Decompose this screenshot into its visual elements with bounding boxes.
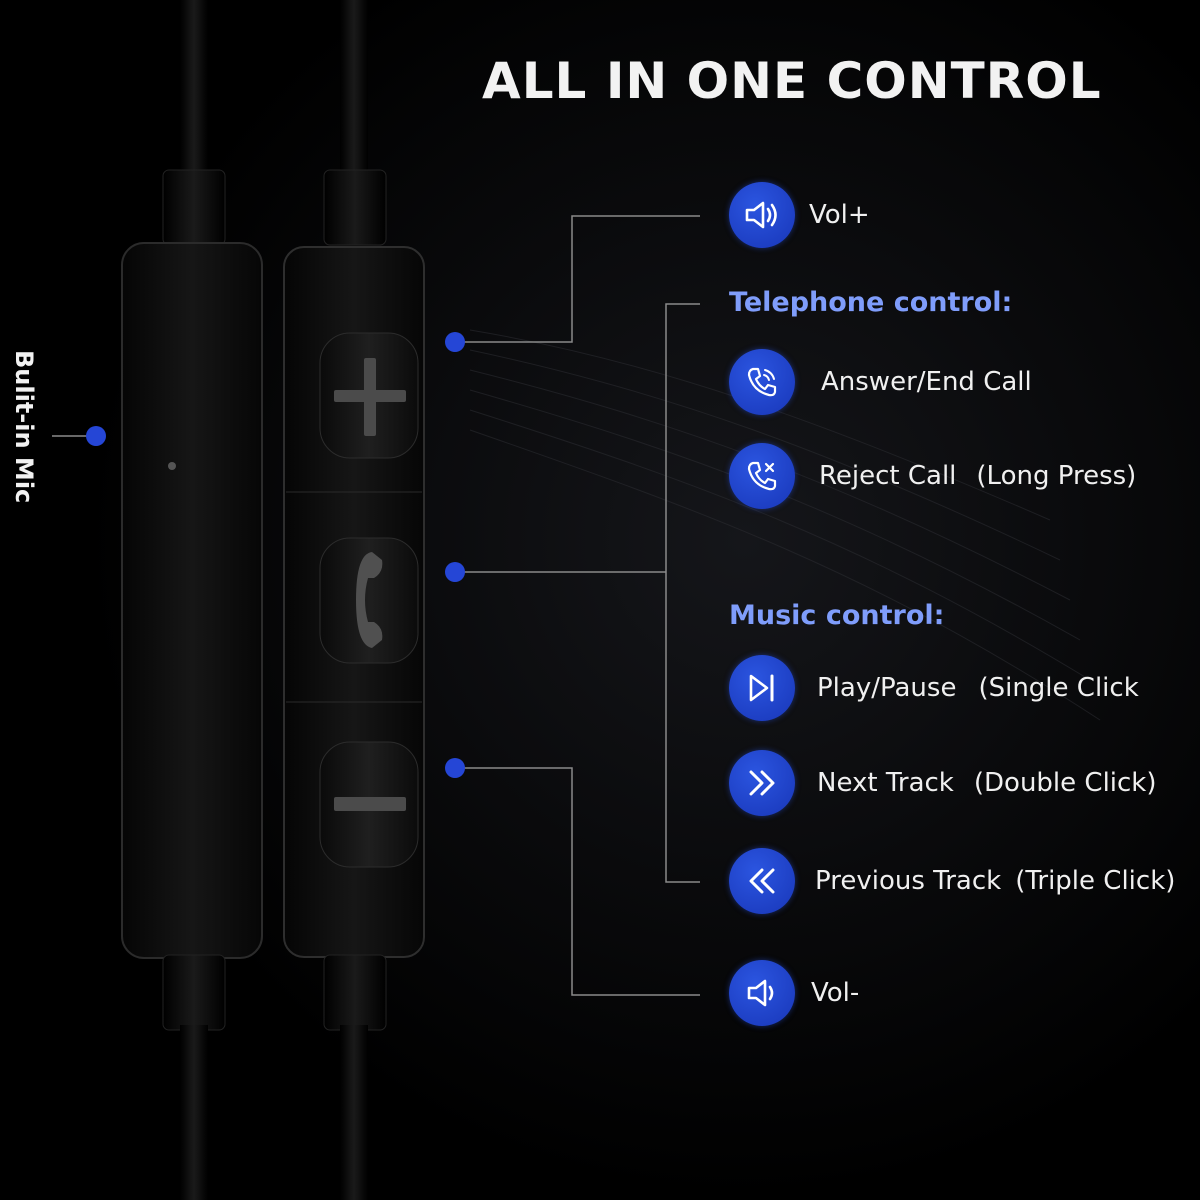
minus-icon (334, 797, 406, 811)
next-track-icon (729, 750, 795, 816)
callout-lines (52, 215, 700, 996)
answer-call-label: Answer/End Call (821, 367, 1032, 397)
play-pause-hint: (Single Click (978, 673, 1139, 703)
next-track-row: Next Track (Double Click) (729, 749, 1157, 817)
previous-track-label: Previous Track (815, 866, 1002, 896)
next-track-label: Next Track (817, 768, 954, 798)
vol-down-callout-dot (445, 758, 465, 778)
microphone-hole (168, 462, 176, 470)
telephone-control-title: Telephone control: (729, 287, 1013, 318)
vol-down-label: Vol- (811, 978, 860, 1008)
volume-down-button (319, 741, 419, 868)
call-button (319, 537, 419, 664)
vol-up-callout-dot (445, 332, 465, 352)
vol-up-row: Vol+ (729, 181, 870, 249)
call-callout-dot (445, 562, 465, 582)
reject-call-label: Reject Call (819, 461, 957, 491)
phone-reject-icon (729, 443, 795, 509)
reject-call-hint: (Long Press) (976, 461, 1137, 491)
reject-call-row: Reject Call (Long Press) (729, 442, 1136, 510)
next-track-hint: (Double Click) (973, 768, 1157, 798)
previous-track-hint: (Triple Click) (1015, 866, 1176, 896)
vol-down-row: Vol- (729, 959, 859, 1027)
vol-up-label: Vol+ (809, 200, 870, 230)
previous-track-icon (729, 848, 795, 914)
play-pause-icon (729, 655, 795, 721)
phone-icon (356, 552, 383, 648)
page-title: ALL IN ONE CONTROL (482, 52, 1102, 110)
answer-call-row: Answer/End Call (729, 348, 1032, 416)
phone-call-icon (729, 349, 795, 415)
mic-callout-dot (86, 426, 106, 446)
speaker-icon (729, 960, 795, 1026)
play-pause-row: Play/Pause (Single Click (729, 654, 1139, 722)
previous-track-row: Previous Track (Triple Click) (729, 847, 1175, 915)
volume-up-button (319, 332, 419, 459)
play-pause-label: Play/Pause (817, 673, 957, 703)
left-remote-body (121, 0, 263, 1200)
built-in-mic-label: Bulit-in Mic (10, 350, 38, 504)
music-control-title: Music control: (729, 600, 945, 631)
speaker-icon (729, 182, 795, 248)
